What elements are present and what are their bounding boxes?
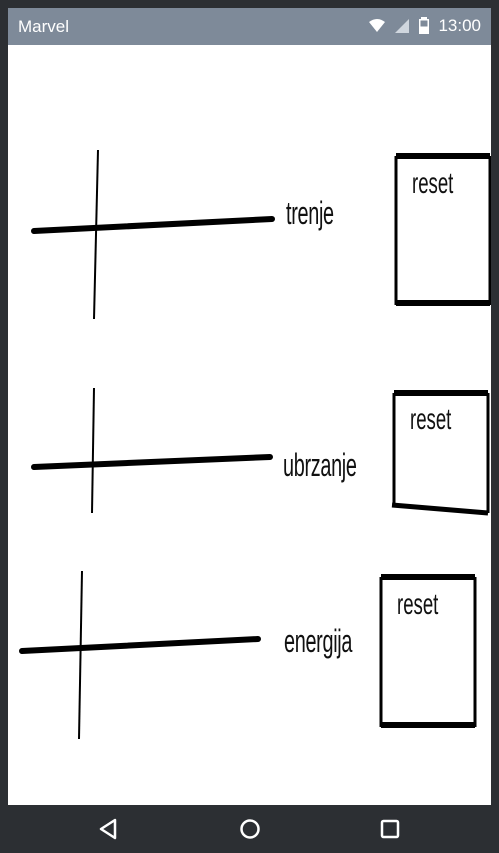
reset-box-2[interactable] [391,390,490,516]
reset-label-3: reset [397,588,439,621]
slider-trenje[interactable] [31,149,275,320]
reset-label-1: reset [412,167,454,200]
back-triangle-icon [99,818,117,840]
slider-label-energija: energija [284,623,353,659]
status-icons: 13:00 [368,16,481,36]
battery-icon [419,17,430,34]
home-circle-icon [240,819,260,839]
reset-box-1[interactable] [394,153,491,306]
slider-label-trenje: trenje [286,195,334,231]
recents-button[interactable] [370,813,410,845]
back-button[interactable] [88,813,128,845]
slider-energija[interactable] [19,570,261,740]
wifi-icon [369,19,386,32]
recents-square-icon [380,819,400,839]
reset-label-2: reset [410,403,452,436]
slider-label-ubrzanje: ubrzanje [283,447,357,483]
sketch-drawing [19,149,491,740]
slider-ubrzanje[interactable] [31,387,273,514]
signal-icon [395,19,410,33]
reset-box-3[interactable] [379,574,477,728]
navigation-bar [8,805,491,853]
status-bar: Marvel 13:00 [8,8,491,45]
home-button[interactable] [230,813,270,845]
clock: 13:00 [438,16,481,35]
app-title: Marvel [18,17,70,36]
sketch-canvas: trenje ubrzanje energija reset reset res… [8,45,491,805]
